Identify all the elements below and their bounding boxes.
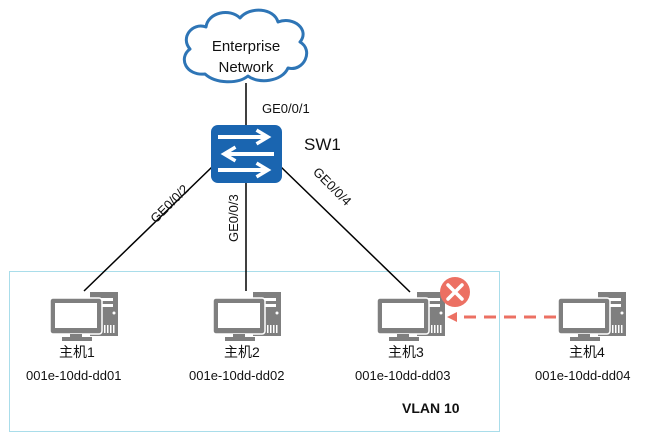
host4-name: 主机4 <box>569 344 605 360</box>
host2-name: 主机2 <box>224 344 260 360</box>
port-label-ge0-0-3: GE0/0/3 <box>226 194 241 242</box>
cloud-label-line2: Network <box>218 59 274 76</box>
host1-computer-icon <box>49 292 118 341</box>
link-host1 <box>83 166 213 292</box>
cloud-icon <box>182 8 309 84</box>
blocked-traffic-arrow <box>447 312 556 322</box>
switch-icon <box>211 125 282 183</box>
host4-computer-icon <box>557 292 626 341</box>
host3-mac: 001e-10dd-dd03 <box>355 368 451 383</box>
vlan-boundary <box>9 271 500 432</box>
host3-computer-icon <box>376 292 445 341</box>
port-label-uplink: GE0/0/1 <box>262 101 310 116</box>
cloud-label: Enterprise Network <box>196 36 296 78</box>
host2-computer-icon <box>212 292 281 341</box>
vlan-label: VLAN 10 <box>402 400 460 416</box>
host4-mac: 001e-10dd-dd04 <box>535 368 631 383</box>
host3-name: 主机3 <box>388 344 424 360</box>
cloud-label-line1: Enterprise <box>211 38 281 55</box>
host1-mac: 001e-10dd-dd01 <box>26 368 122 383</box>
link-host3 <box>280 166 411 293</box>
host1-name: 主机1 <box>59 344 95 360</box>
host2-mac: 001e-10dd-dd02 <box>189 368 285 383</box>
switch-label: SW1 <box>304 135 341 154</box>
error-x-icon <box>440 277 470 307</box>
